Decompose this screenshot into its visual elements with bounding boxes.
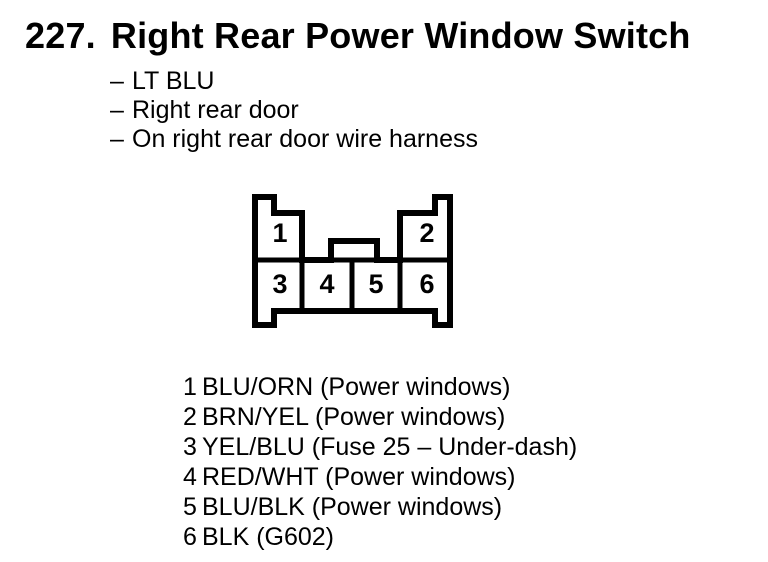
pin-label: YEL/BLU (Fuse 25 – Under-dash) <box>202 433 578 461</box>
pin-number: 6 <box>183 523 197 551</box>
list-item: – On right rear door wire harness <box>110 125 478 154</box>
section-number: 227. <box>25 15 96 56</box>
page-title: Right Rear Power Window Switch <box>110 15 691 56</box>
bullet-dash: – <box>110 96 124 124</box>
cavity-number-6: 6 <box>419 268 435 299</box>
cavity-number-2: 2 <box>419 217 435 248</box>
pin-row: 3 YEL/BLU (Fuse 25 – Under-dash) <box>183 432 577 462</box>
pin-label: RED/WHT (Power windows) <box>202 463 516 491</box>
bullet-text: Right rear door <box>132 96 299 124</box>
pin-number: 5 <box>183 493 197 521</box>
bullet-text: On right rear door wire harness <box>132 125 478 153</box>
cavity-number-3: 3 <box>272 268 288 299</box>
pin-label: BLK (G602) <box>202 523 335 551</box>
pin-row: 2 BRN/YEL (Power windows) <box>183 402 577 432</box>
pin-label: BLU/BLK (Power windows) <box>202 493 503 521</box>
list-item: – Right rear door <box>110 96 478 125</box>
pin-row: 1 BLU/ORN (Power windows) <box>183 372 577 402</box>
pin-number: 3 <box>183 433 197 461</box>
pin-row: 5 BLU/BLK (Power windows) <box>183 492 577 522</box>
cavity-number-1: 1 <box>272 217 288 248</box>
pin-row: 6 BLK (G602) <box>183 522 577 552</box>
pin-number: 1 <box>183 373 197 401</box>
cavity-number-5: 5 <box>368 268 384 299</box>
pin-label: BRN/YEL (Power windows) <box>202 403 506 431</box>
pin-number: 4 <box>183 463 197 491</box>
bullet-dash: – <box>110 67 124 95</box>
connector-outline-graphic <box>252 194 453 328</box>
connector-outline <box>252 194 453 328</box>
bullet-dash: – <box>110 125 124 153</box>
pin-legend: 1 BLU/ORN (Power windows) 2 BRN/YEL (Pow… <box>183 372 577 552</box>
connector-cavity-dividers <box>255 257 450 311</box>
list-item: – LT BLU <box>110 67 478 96</box>
pin-row: 4 RED/WHT (Power windows) <box>183 462 577 492</box>
pin-label: BLU/ORN (Power windows) <box>202 373 511 401</box>
bullet-text: LT BLU <box>132 67 215 95</box>
connector-info-list: – LT BLU – Right rear door – On right re… <box>110 67 478 154</box>
page-heading: 227. Right Rear Power Window Switch <box>25 18 691 54</box>
pin-number: 2 <box>183 403 197 431</box>
cavity-number-4: 4 <box>319 268 335 299</box>
